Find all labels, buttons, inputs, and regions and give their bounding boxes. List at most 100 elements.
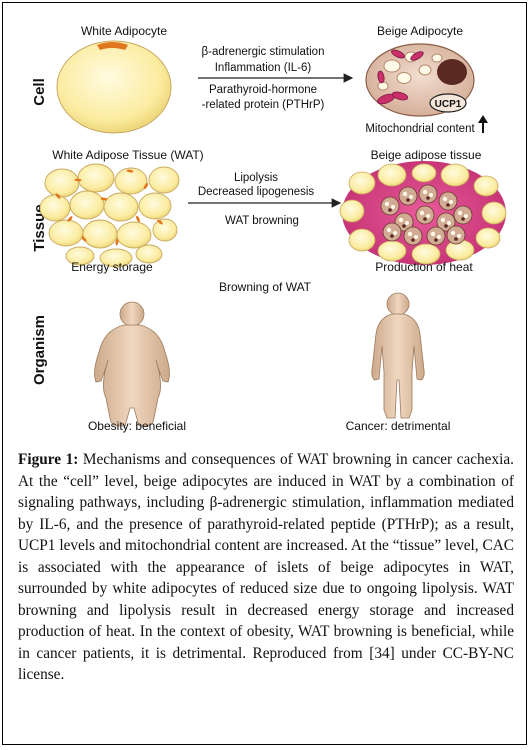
white-adipocyte-blob	[114, 167, 148, 195]
lipid-droplet	[386, 227, 392, 233]
white-adipocyte-blob	[44, 168, 80, 198]
tissue-arrow-text-2: Decreased lipogenesis	[198, 186, 315, 198]
ucp1-label: UCP1	[435, 99, 462, 110]
nucleus-mark	[461, 217, 465, 221]
lipid-droplet	[405, 221, 409, 225]
lipid-droplet	[426, 214, 430, 218]
lipid-droplet	[391, 205, 395, 209]
beige-adipocyte-blob	[380, 196, 400, 216]
beige-adipocyte-blob	[382, 222, 402, 242]
lipid-droplet	[414, 235, 418, 239]
lipid-droplet	[450, 230, 456, 236]
white-adipocyte-blob	[348, 171, 376, 195]
lipid-droplet	[398, 217, 404, 223]
mitochondrial-content-label: Mitochondrial content	[365, 123, 475, 135]
tissue-arrow-text-1: Lipolysis	[234, 172, 278, 184]
beige-adipocyte-blob	[398, 186, 418, 206]
white-adipocyte-blob	[77, 163, 115, 193]
white-adipocyte-blob	[473, 175, 499, 197]
nucleus-mark	[454, 237, 458, 241]
white-adipocyte-blob	[152, 218, 178, 242]
nucleus-mark	[67, 216, 73, 222]
nucleus-mark	[81, 236, 87, 242]
beige-adipocyte-blob	[436, 212, 456, 232]
figure-diagram: Cell White Adipocyte β-adrenergic stimul…	[31, 24, 507, 433]
white-adipocyte-blob	[475, 227, 501, 249]
lipid-droplet	[437, 235, 441, 239]
white-adipocyte-blob	[65, 246, 95, 266]
nucleus-mark	[390, 234, 394, 238]
organism-row-label: Organism	[31, 315, 48, 385]
energy-storage-label: Energy storage	[71, 260, 153, 274]
nucleus-mark	[411, 238, 415, 242]
nucleus-mark	[136, 215, 140, 223]
beige-adipocyte-title: Beige Adipocyte	[377, 24, 463, 38]
beige-adipocyte-blob	[438, 191, 458, 211]
white-adipocyte-blob	[138, 192, 172, 220]
production-of-heat-label: Production of heat	[375, 260, 473, 274]
nucleus-mark	[143, 182, 149, 190]
cell-arrow-text-4: -related protein (PTHrP)	[202, 99, 325, 111]
lipid-droplet	[419, 210, 425, 216]
white-adipocyte-blob	[135, 244, 163, 264]
caption-text: Mechanisms and consequences of WAT brown…	[18, 451, 514, 683]
nucleus-mark	[157, 219, 163, 225]
white-adipocyte-blob	[377, 240, 407, 262]
nucleus-mark	[423, 217, 427, 221]
beige-adipocyte-blob	[403, 226, 423, 246]
white-adipocyte-title: White Adipocyte	[81, 24, 167, 38]
beige-adipocyte-blob	[418, 184, 438, 204]
figure-caption: Figure 1: Mechanisms and consequences of…	[18, 449, 514, 686]
lipid-droplet	[440, 217, 446, 223]
lipid-droplet	[430, 231, 436, 237]
nucleus-mark	[126, 169, 134, 173]
white-adipocyte-blob	[411, 163, 437, 183]
cell-row-label: Cell	[31, 78, 48, 106]
tissue-arrow-text-3: WAT browning	[225, 215, 299, 227]
lipid-droplet	[449, 200, 453, 204]
lipid-droplet	[442, 196, 448, 202]
cell-arrow-text-2: Inflammation (IL-6)	[215, 62, 312, 74]
lipid-droplet	[422, 189, 428, 195]
nucleus-mark	[74, 178, 82, 182]
lipid-droplet	[447, 221, 451, 225]
beige-adipocyte-blob	[453, 205, 473, 225]
white-adipocyte-blob	[69, 190, 105, 220]
white-adipocyte-blob	[148, 166, 180, 194]
cell-arrow-text-1: β-adrenergic stimulation	[202, 46, 325, 58]
nucleus-mark	[115, 238, 119, 246]
nucleus-mark	[434, 238, 438, 242]
lipid-droplet	[457, 234, 461, 238]
lipid-droplet	[384, 201, 390, 207]
beige-tissue-title: Beige adipose tissue	[371, 148, 482, 162]
lipid-droplet	[464, 214, 468, 218]
wat-title: White Adipose Tissue (WAT)	[52, 148, 203, 162]
lipid-droplet	[407, 231, 413, 237]
nucleus-mark	[426, 196, 430, 200]
white-adipocyte-blob	[116, 221, 152, 249]
nucleus-mark	[402, 224, 406, 228]
nucleus-mark	[55, 193, 61, 199]
lipid-droplet	[409, 195, 413, 199]
beige-adipocyte-blob	[426, 226, 446, 246]
lipid-droplet	[457, 210, 463, 216]
white-adipocyte-blob	[99, 248, 133, 268]
obese-person-silhouette	[94, 301, 170, 427]
white-adipocyte-blob	[48, 219, 84, 247]
white-adipocyte-blob	[411, 243, 441, 265]
beige-adipocyte-blob	[415, 205, 435, 225]
cachectic-person-silhouette	[371, 292, 425, 419]
nucleus-mark	[406, 198, 410, 202]
beige-adipocyte-cell: UCP1	[365, 43, 475, 117]
lipid-droplet	[429, 193, 433, 197]
lipid-droplet	[393, 231, 397, 235]
beige-adipocyte-blob	[446, 225, 466, 245]
white-adipocyte-blob	[440, 163, 470, 187]
white-adipocyte-blob	[82, 219, 118, 249]
nucleus-mark	[388, 208, 392, 212]
white-adipocyte-blob	[103, 192, 139, 222]
white-adipocyte-cell	[56, 40, 172, 134]
beige-adipose-tissue	[339, 161, 507, 265]
white-adipocyte-blob	[377, 163, 407, 187]
white-adipocyte-blob	[339, 199, 365, 223]
